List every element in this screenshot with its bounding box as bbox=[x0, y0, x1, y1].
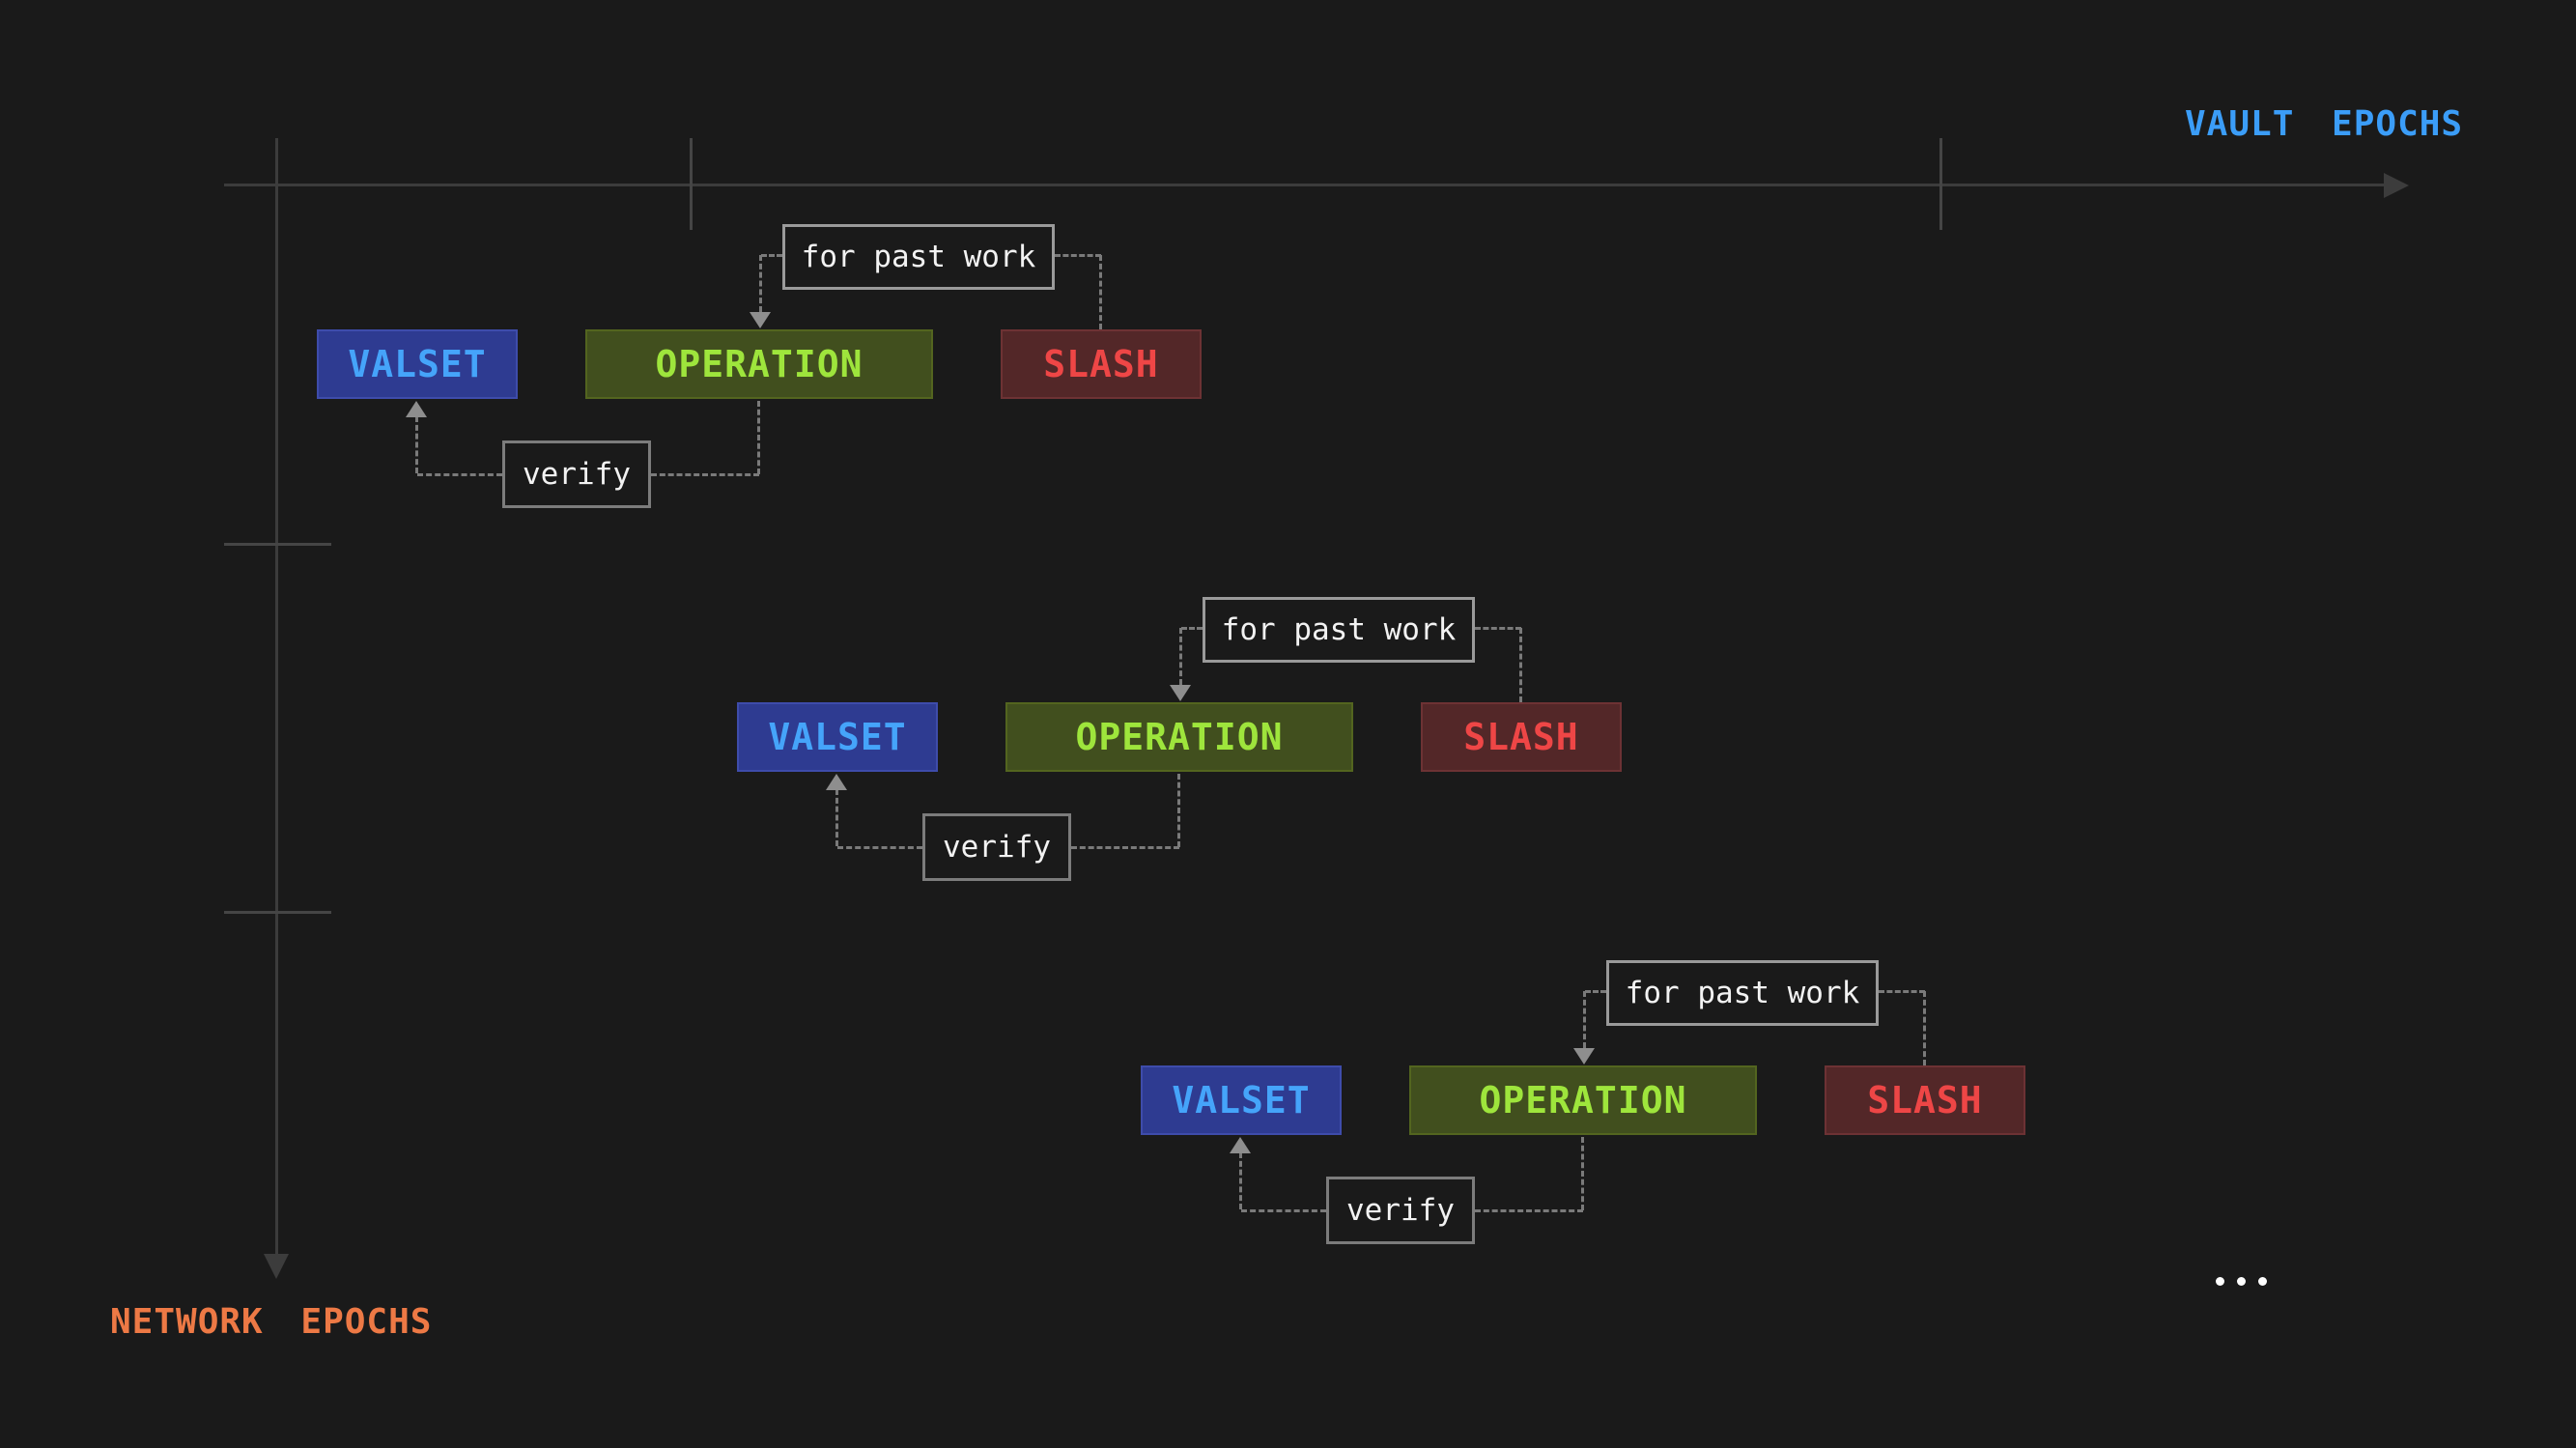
connector-verify-to-valset bbox=[1239, 1152, 1242, 1209]
network-epochs-axis bbox=[275, 138, 278, 1256]
vault-axis-arrowhead-icon bbox=[2384, 173, 2409, 198]
connector-operation-to-verify bbox=[1071, 846, 1179, 849]
ellipsis-dots bbox=[2216, 1277, 2267, 1286]
arrowhead-into-valset-icon bbox=[406, 401, 427, 417]
connector-for-past-work-to-operation bbox=[1181, 627, 1203, 630]
connector-slash-to-for-past-work bbox=[1475, 627, 1521, 630]
verify-label-box: verify bbox=[502, 440, 651, 508]
slash-box: SLASH bbox=[1421, 702, 1622, 772]
connector-operation-to-verify bbox=[1177, 774, 1180, 847]
arrowhead-into-valset-icon bbox=[826, 774, 847, 790]
operation-box: OPERATION bbox=[1005, 702, 1353, 772]
operation-box: OPERATION bbox=[585, 329, 933, 399]
vault-axis-tick bbox=[1939, 138, 1942, 230]
connector-verify-to-valset bbox=[1241, 1209, 1326, 1212]
connector-for-past-work-to-operation bbox=[759, 255, 762, 312]
operation-box: OPERATION bbox=[1409, 1065, 1757, 1135]
connector-slash-to-for-past-work bbox=[1879, 990, 1925, 993]
ellipsis-dot bbox=[2258, 1277, 2267, 1286]
verify-label-box: verify bbox=[1326, 1177, 1475, 1244]
vault-axis-tick bbox=[690, 138, 693, 230]
network-axis-tick bbox=[224, 911, 331, 914]
connector-for-past-work-to-operation bbox=[1583, 991, 1586, 1048]
slash-box: SLASH bbox=[1825, 1065, 2025, 1135]
connector-slash-to-for-past-work bbox=[1055, 254, 1101, 257]
connector-verify-to-valset bbox=[837, 846, 922, 849]
connector-verify-to-valset bbox=[417, 473, 502, 476]
connector-operation-to-verify bbox=[651, 473, 759, 476]
connector-operation-to-verify bbox=[757, 401, 760, 474]
network-axis-arrowhead-icon bbox=[264, 1254, 289, 1279]
arrowhead-into-operation-icon bbox=[750, 312, 771, 328]
connector-for-past-work-to-operation bbox=[1179, 628, 1182, 685]
valset-box: VALSET bbox=[317, 329, 518, 399]
epoch-group-1: VALSET OPERATION SLASH for past work ver… bbox=[317, 224, 1205, 513]
epoch-group-2: VALSET OPERATION SLASH for past work ver… bbox=[737, 597, 1626, 886]
valset-box: VALSET bbox=[737, 702, 938, 772]
network-epochs-label: NETWORK EPOCHS bbox=[110, 1302, 433, 1342]
connector-slash-to-for-past-work bbox=[1923, 991, 1926, 1065]
arrowhead-into-valset-icon bbox=[1230, 1137, 1251, 1153]
arrowhead-into-operation-icon bbox=[1573, 1048, 1595, 1065]
epoch-group-3: VALSET OPERATION SLASH for past work ver… bbox=[1141, 960, 2029, 1249]
ellipsis-dot bbox=[2237, 1277, 2246, 1286]
ellipsis-dot bbox=[2216, 1277, 2224, 1286]
arrowhead-into-operation-icon bbox=[1170, 685, 1191, 701]
connector-operation-to-verify bbox=[1475, 1209, 1583, 1212]
connector-operation-to-verify bbox=[1581, 1137, 1584, 1210]
vault-epochs-label: VAULT EPOCHS bbox=[2185, 104, 2464, 144]
for-past-work-label-box: for past work bbox=[1606, 960, 1879, 1026]
connector-for-past-work-to-operation bbox=[1585, 990, 1606, 993]
vault-epochs-axis bbox=[224, 184, 2386, 186]
connector-for-past-work-to-operation bbox=[761, 254, 782, 257]
connector-slash-to-for-past-work bbox=[1099, 255, 1102, 329]
valset-box: VALSET bbox=[1141, 1065, 1342, 1135]
verify-label-box: verify bbox=[922, 813, 1071, 881]
connector-verify-to-valset bbox=[835, 789, 838, 846]
network-axis-tick bbox=[224, 543, 331, 546]
connector-verify-to-valset bbox=[415, 416, 418, 473]
for-past-work-label-box: for past work bbox=[1203, 597, 1475, 663]
connector-slash-to-for-past-work bbox=[1519, 628, 1522, 702]
for-past-work-label-box: for past work bbox=[782, 224, 1055, 290]
slash-box: SLASH bbox=[1001, 329, 1202, 399]
